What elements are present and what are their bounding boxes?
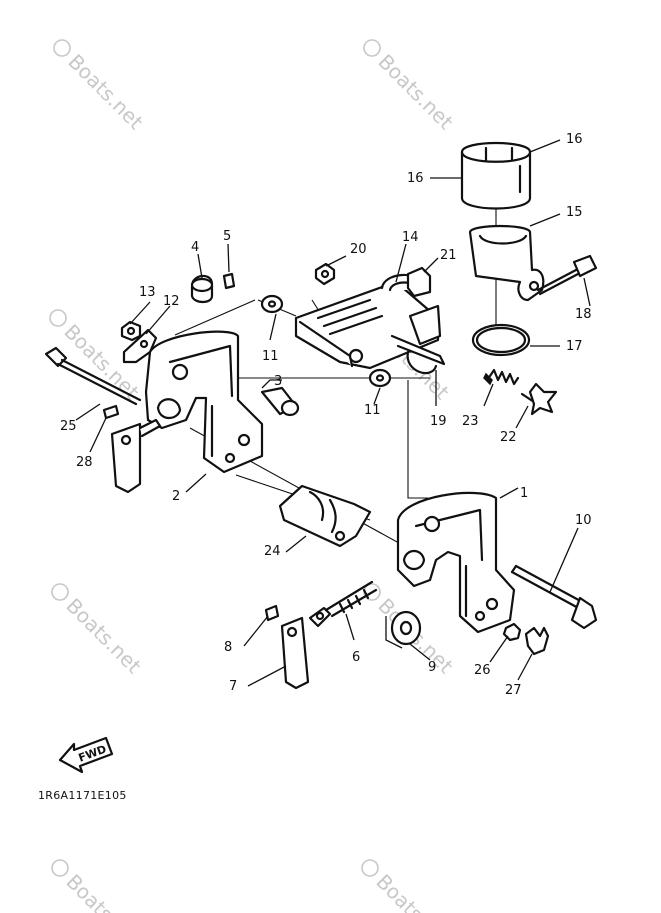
callout-10: 10 [575, 513, 592, 528]
callout-15: 15 [566, 205, 583, 220]
callout-16-left: 16 [407, 171, 424, 186]
leader-lines [75, 139, 591, 687]
part-8-pin [264, 604, 280, 622]
part-4-cap [190, 274, 214, 304]
callout-18: 18 [575, 307, 592, 322]
part-25-through-bolt [44, 346, 142, 406]
callout-1: 1 [520, 486, 528, 501]
watermark-text: Boats.net [373, 49, 458, 134]
watermark-bottom-right: Boats.net [361, 859, 456, 913]
callout-23: 23 [462, 414, 479, 429]
callout-22: 22 [500, 430, 517, 445]
part-9-thrust-washer [385, 610, 422, 649]
callout-20: 20 [350, 242, 367, 257]
part-7-lever [280, 616, 310, 690]
callout-13: 13 [139, 285, 156, 300]
callout-16-right: 16 [566, 132, 583, 147]
part-21-stopper [406, 266, 432, 298]
watermark-text: Boats.net [371, 869, 456, 913]
forward-arrow-icon: FWD [58, 736, 114, 774]
callout-6: 6 [352, 650, 360, 665]
watermark-text: Boats.net [61, 593, 146, 678]
part-10-long-bolt [510, 564, 598, 630]
part-1-clamp-bracket [396, 491, 516, 634]
part-24-tilt-stopper [278, 484, 372, 548]
watermark-bottom-left: Boats.net [51, 859, 146, 913]
part-2-clamp-bracket [144, 330, 264, 474]
part-3-collar [260, 386, 300, 417]
callout-27: 27 [505, 683, 522, 698]
part-17-o-ring [471, 323, 531, 357]
callout-12: 12 [163, 294, 180, 309]
callout-19: 19 [430, 414, 447, 429]
part-19-clip [390, 334, 446, 375]
callout-26: 26 [474, 663, 491, 678]
callout-21: 21 [440, 248, 457, 263]
callout-2: 2 [172, 489, 180, 504]
part-20-nut [314, 262, 336, 286]
part-18-bolt [536, 254, 598, 296]
callout-5: 5 [223, 229, 231, 244]
watermark-text: Boats.net [61, 869, 146, 913]
part-22-wing-bolt [520, 382, 558, 416]
watermark-text: Boats.net [63, 49, 148, 134]
part-11-washer-lower [368, 368, 392, 388]
callout-9: 9 [428, 660, 436, 675]
callout-24: 24 [264, 544, 281, 559]
diagram-reference-code: 1R6A1171E105 [38, 789, 127, 802]
part-23-spring [483, 368, 520, 386]
callout-25: 25 [60, 419, 77, 434]
part-28-pin [102, 404, 120, 420]
callout-28: 28 [76, 455, 93, 470]
watermark-top-right: Boats.net [363, 39, 458, 134]
callout-11-lower: 11 [364, 403, 381, 418]
callout-4: 4 [191, 240, 199, 255]
callout-labels: 1 2 3 4 5 6 7 8 9 10 11 11 12 13 14 15 1… [60, 132, 592, 698]
part-15-clamp [468, 224, 545, 302]
part-5-pin [222, 272, 236, 290]
callout-8: 8 [224, 640, 232, 655]
part-11-washer-upper [260, 294, 284, 314]
callout-14: 14 [402, 230, 419, 245]
watermark-top-left: Boats.net [53, 39, 148, 134]
part-6-threaded-rod [308, 580, 378, 628]
part-16-tube-bushing [460, 141, 532, 210]
part-27-wing-nut [524, 626, 550, 656]
callout-17: 17 [566, 339, 583, 354]
tilt-lever-left [110, 418, 162, 494]
callout-7: 7 [229, 679, 237, 694]
watermark-low-left: Boats.net [51, 583, 146, 678]
callout-11-upper: 11 [262, 349, 279, 364]
part-13-nut [120, 320, 142, 342]
callout-3: 3 [274, 374, 282, 389]
